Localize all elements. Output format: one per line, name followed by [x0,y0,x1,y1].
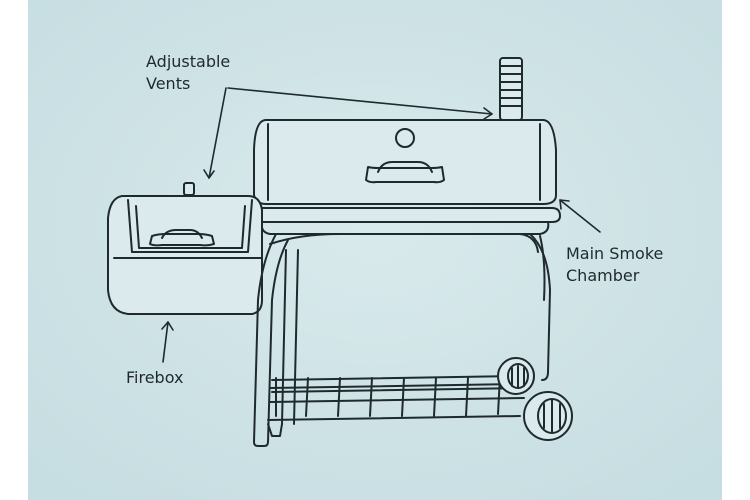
vents-arrow-chimney [227,87,493,120]
label-main-smoke-chamber-line1: Main Smoke [566,244,664,263]
firebox [107,182,263,315]
firebox-handle [149,229,215,247]
label-main-smoke-chamber: Main Smoke Chamber [566,243,663,287]
wheel-front [523,391,573,441]
label-adjustable-vents-line1: Adjustable [146,52,231,71]
chamber-arrow [559,199,601,233]
label-adjustable-vents-line2: Vents [146,74,191,93]
label-adjustable-vents: Adjustable Vents [146,51,230,95]
firebox-arrow [161,321,174,363]
lid-thermometer [395,128,415,148]
vents-arrow-firebox [203,87,227,179]
lid-handle [365,161,445,184]
main-smoke-chamber [253,119,557,205]
wheel-back [497,357,535,395]
bottom-rack [269,375,525,417]
cart-frame [253,233,551,447]
label-firebox: Firebox [126,367,183,389]
label-main-smoke-chamber-line2: Chamber [566,266,640,285]
smokestack [499,57,523,121]
label-firebox-line1: Firebox [126,368,184,387]
firebox-vent [183,182,195,196]
